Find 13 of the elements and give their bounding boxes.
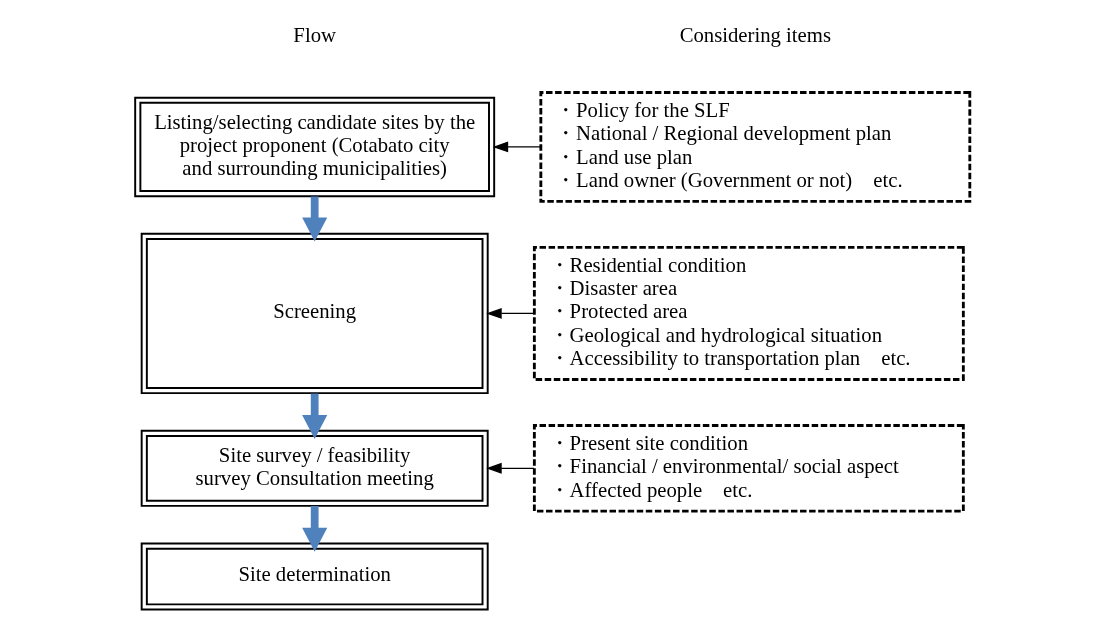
arrow [302,505,328,552]
node-box: Screening [140,232,489,395]
arrow [486,462,535,474]
node-box: Site determination [140,542,489,611]
label: Flow [293,23,336,46]
arrow [486,308,535,319]
node-box: ・Residential condition ・Disaster area ・Protected area ・Geological and hydrological situation ・Accessibility to transportation plan etc. [532,245,965,381]
node-box: Listing/selecting candidate sites by the project proponent (Cotabato city and surrounding municipalities) [134,96,496,198]
arrow [492,141,542,153]
node-box: ・Policy for the SLF ・National / Regional development plan ・Land use plan ・Land owner (Government or not) etc. [539,91,972,203]
node-box: ・Present site condition ・Financial / environmental/ social aspect ・Affected people etc. [532,424,965,513]
node-box: Site survey / feasibility survey Consultation meeting [140,429,489,507]
label: Considering items [679,23,832,46]
